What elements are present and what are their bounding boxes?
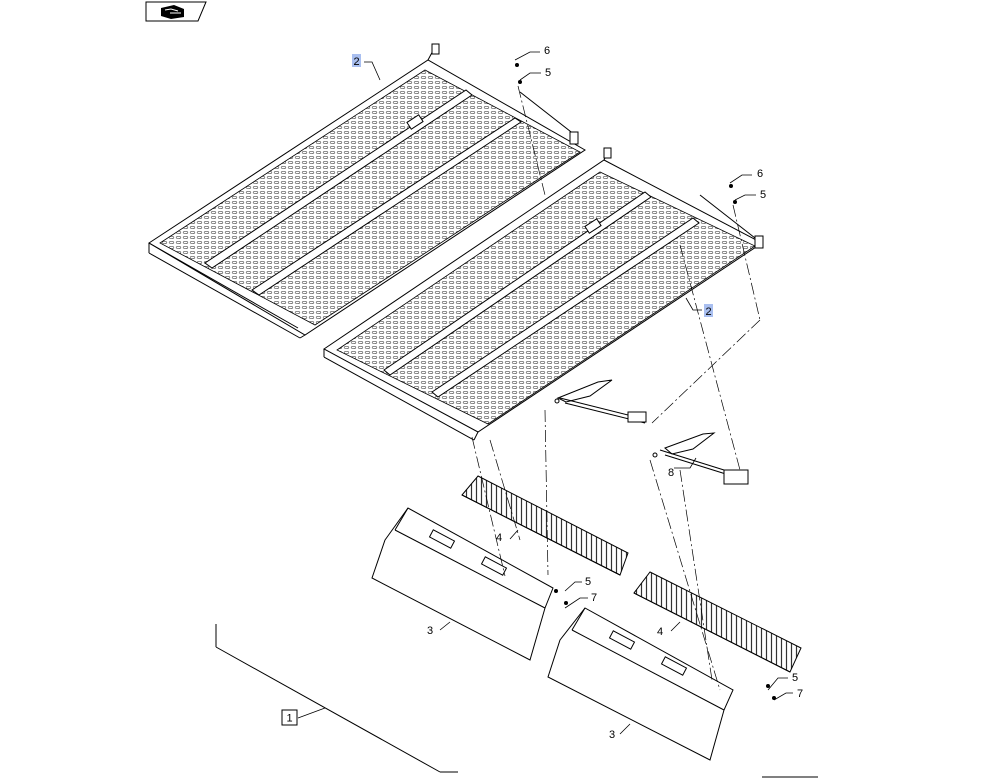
callout-4-upper: 4	[496, 532, 502, 544]
callout-7-lower: 7	[797, 688, 803, 700]
callout-3-lower: 3	[609, 729, 615, 741]
callout-8: 8	[668, 467, 674, 479]
svg-text:1: 1	[286, 713, 292, 725]
callout-6-upper: 6	[544, 45, 550, 57]
callout-5-lower: 5	[792, 672, 798, 684]
callout-3-upper: 3	[427, 625, 433, 637]
sieve-panel-left	[148, 43, 586, 339]
adjusting-lever-upper	[554, 379, 647, 424]
callout-2-upper: 2	[352, 54, 361, 68]
chaffer-grate-upper	[461, 475, 629, 576]
bolt-group-lower	[554, 589, 776, 700]
svg-text:2: 2	[705, 306, 711, 318]
callout-6-right: 6	[757, 168, 763, 180]
book-hand-icon	[161, 5, 184, 19]
adjusting-lever-lower	[652, 432, 749, 485]
callout-1: 1	[281, 709, 298, 726]
callout-4-lower: 4	[657, 626, 663, 638]
chaffer-grate-lower	[633, 571, 802, 673]
deflector-plate-lower	[547, 607, 734, 761]
book-view-button[interactable]	[145, 1, 207, 22]
callout-5-middle: 5	[585, 576, 591, 588]
callout-7-upper: 7	[591, 592, 597, 604]
callout-2-lower: 2	[704, 304, 713, 318]
assembly-lines	[471, 85, 761, 691]
leader-lines	[297, 51, 793, 735]
deflector-plate-upper	[371, 507, 554, 661]
callout-5-upper: 5	[545, 67, 551, 79]
assembly-bracket	[215, 624, 818, 778]
bolt-group-upper	[515, 63, 737, 204]
sieve-panel-right	[323, 147, 764, 441]
svg-text:2: 2	[353, 56, 359, 68]
callout-5-right: 5	[760, 189, 766, 201]
